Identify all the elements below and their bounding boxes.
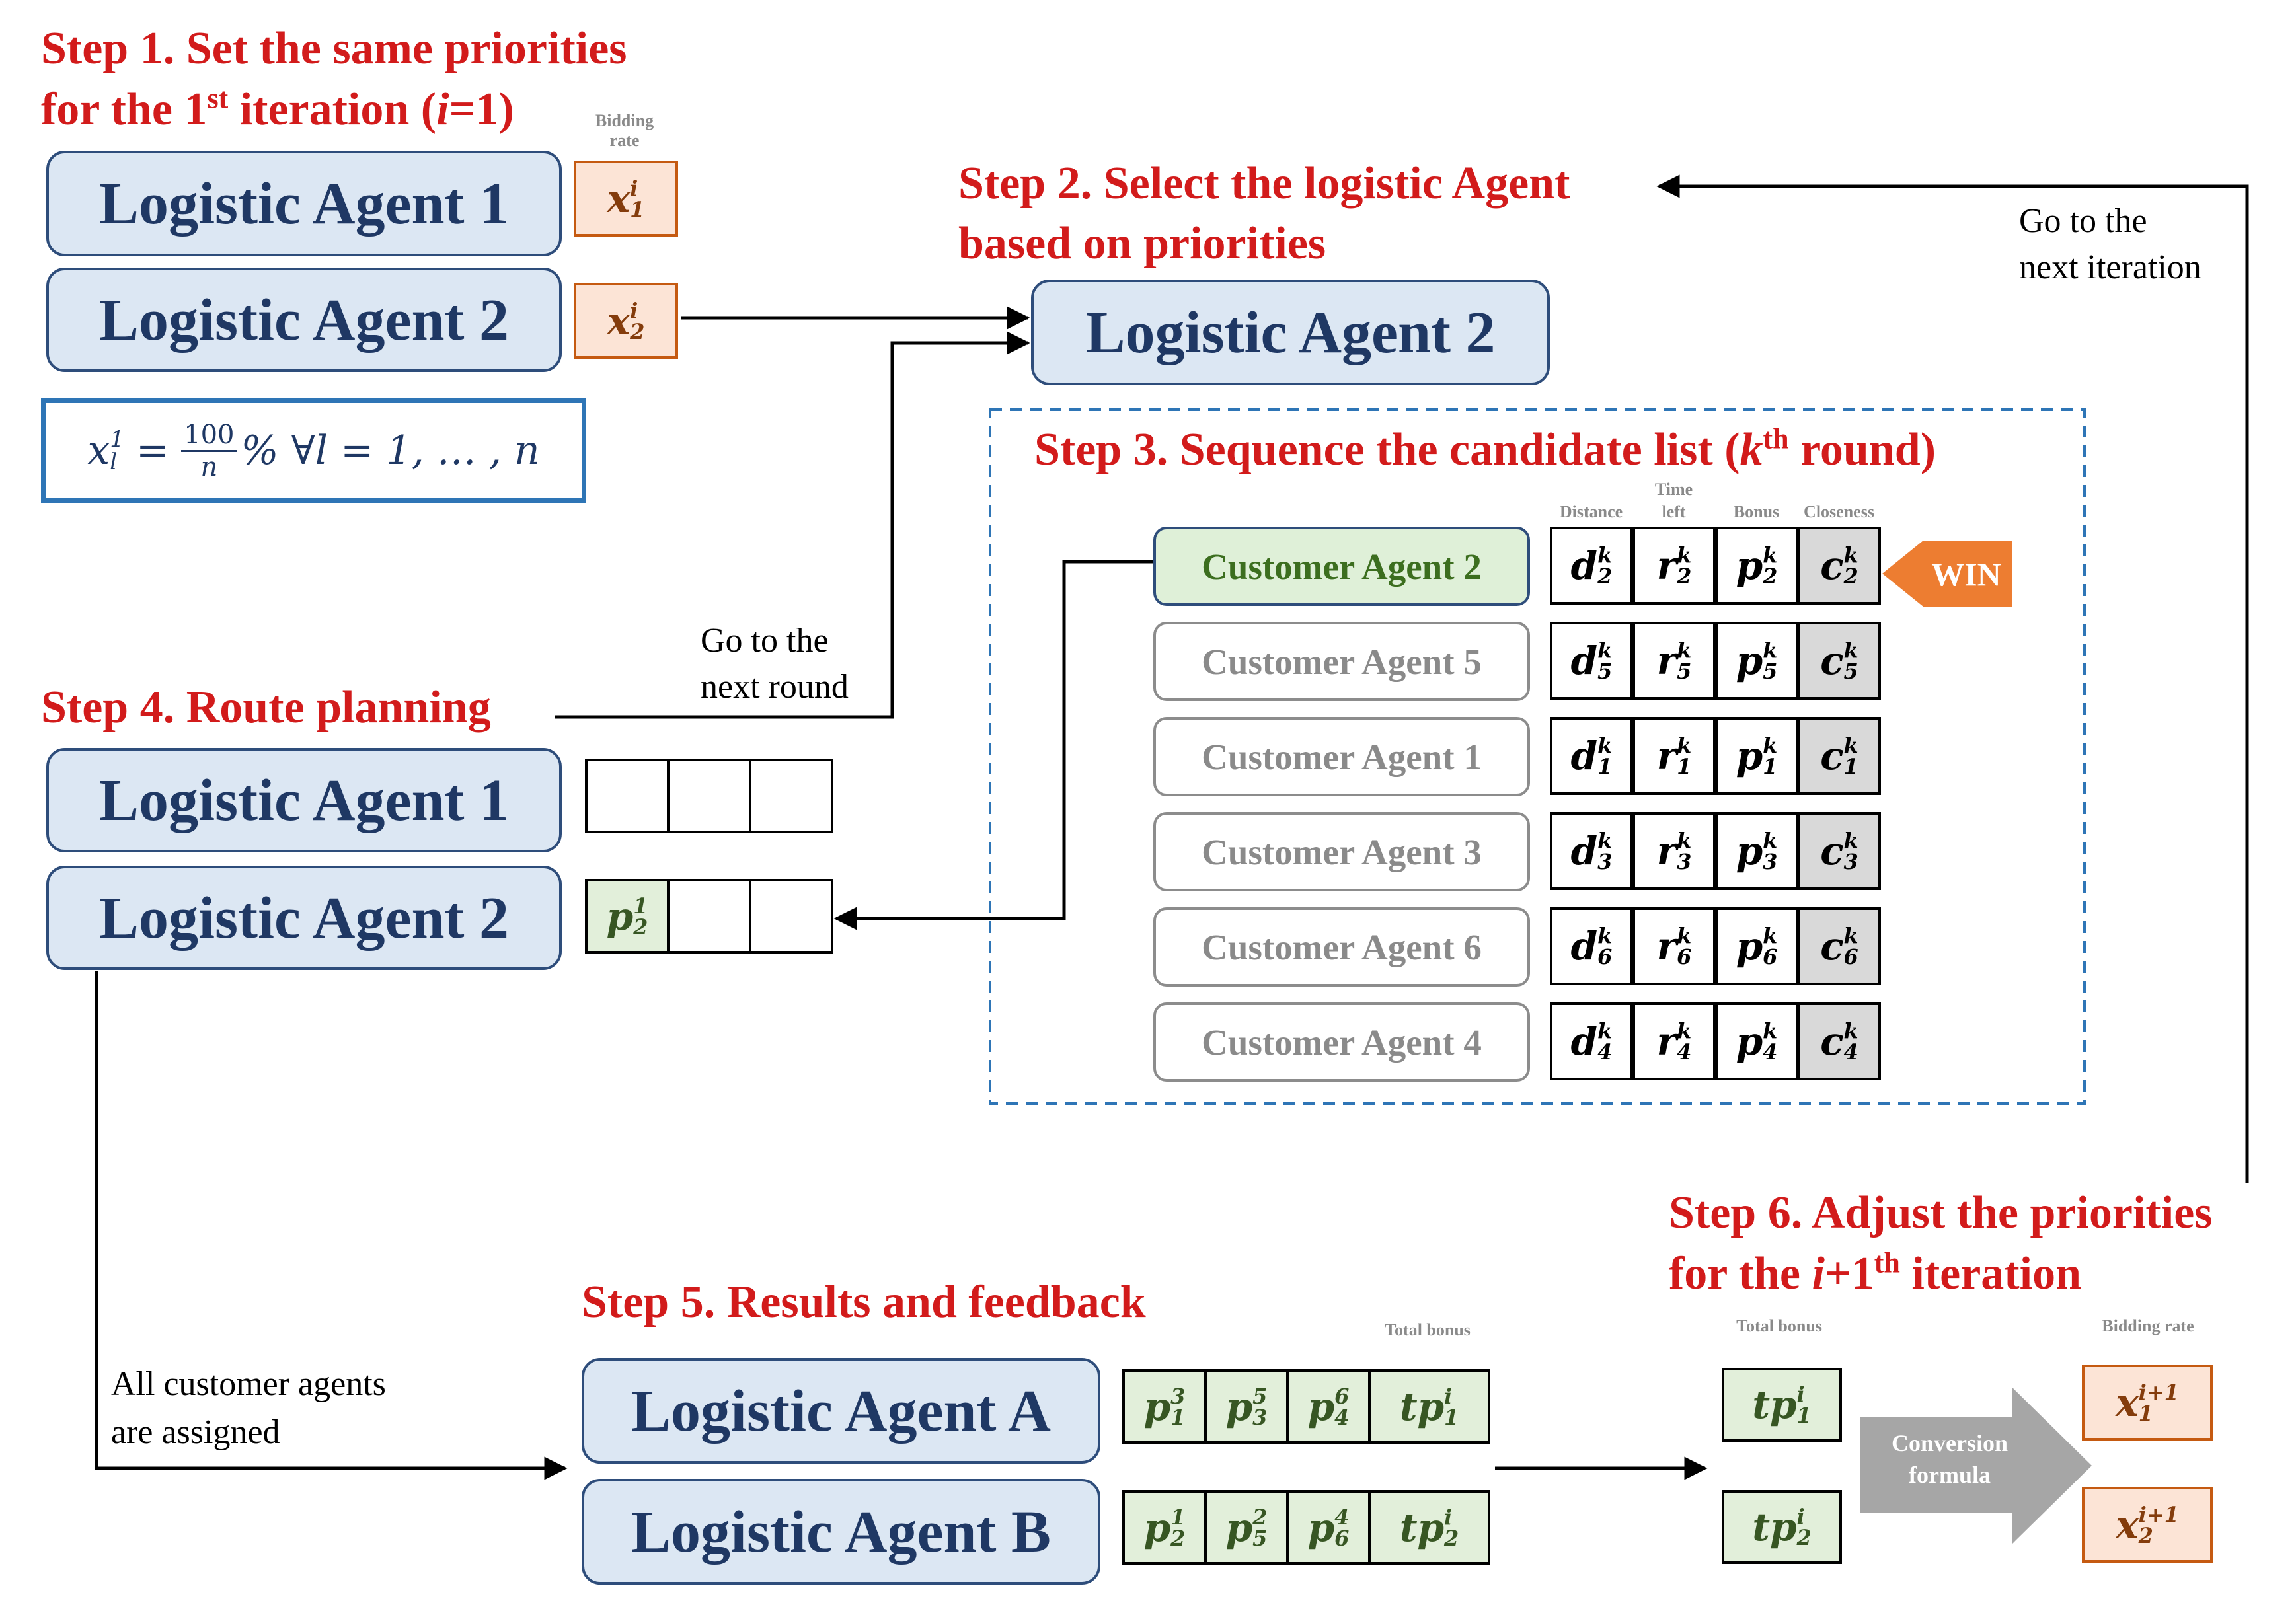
note-next-round-line1: Go to the	[701, 622, 829, 659]
step6-title-line2: for the i+1th iteration	[1669, 1246, 2081, 1299]
header-time: Time	[1654, 480, 1693, 499]
header-distance: Distance	[1559, 502, 1623, 521]
route-slot-1-2	[667, 759, 751, 833]
header-bonus: Bonus	[1733, 502, 1780, 521]
customer-agent-4: Customer Agent 4	[1153, 1002, 1530, 1082]
arrow-next-round	[555, 331, 1030, 719]
step1-title-line1: Step 1. Set the same priorities	[41, 23, 627, 74]
route-slot-1-1	[585, 759, 670, 833]
step5-agent-a: Logistic Agent A	[582, 1358, 1100, 1464]
route-slot-2-3	[749, 879, 833, 954]
customer-agent-6: Customer Agent 6	[1153, 907, 1530, 987]
step2-title-line1: Step 2. Select the logistic Agent	[958, 158, 1570, 209]
header-closeness: Closeness	[1804, 502, 1874, 521]
step5-title: Step 5. Results and feedback	[582, 1277, 1146, 1328]
arrow-all-assigned	[95, 971, 568, 1480]
step1-agent-2: Logistic Agent 2	[46, 268, 562, 372]
note-all-assigned-line1: All customer agents	[111, 1365, 386, 1403]
step2-title-line2: based on priorities	[958, 218, 1326, 269]
note-next-round-line2: next round	[701, 668, 849, 706]
step1-agent-1: Logistic Agent 1	[46, 151, 562, 256]
total-bonus-label-results: Total bonus	[1385, 1320, 1471, 1339]
step3-frame	[989, 408, 2086, 1105]
step4-agent-2: Logistic Agent 2	[46, 866, 562, 970]
step2-selected-agent: Logistic Agent 2	[1031, 280, 1550, 385]
customer-agent-3: Customer Agent 3	[1153, 812, 1530, 891]
win-label: WIN	[1931, 556, 2001, 593]
customer-agent-5: Customer Agent 5	[1153, 622, 1530, 701]
route-slot-2-2	[667, 879, 751, 954]
step5-agent-b: Logistic Agent B	[582, 1479, 1100, 1585]
step4-title: Step 4. Route planning	[41, 682, 491, 733]
note-next-iteration-line2: next iteration	[2019, 248, 2201, 286]
header-left: left	[1662, 502, 1686, 521]
total-bonus-label-feedback: Total bonus	[1736, 1316, 1822, 1335]
note-all-assigned-line2: are assigned	[111, 1413, 280, 1451]
bidding-rate-label-new: Bidding rate	[2102, 1316, 2194, 1335]
customer-agent-1: Customer Agent 1	[1153, 717, 1530, 796]
arrow-next-iteration	[1656, 174, 2249, 1183]
step1-title-line2: for the 1st iteration (i=1)	[41, 82, 514, 135]
win-arrow	[1882, 541, 2012, 607]
step6-title-line1: Step 6. Adjust the priorities	[1669, 1187, 2213, 1238]
step3-title: Step 3. Sequence the candidate list (kth…	[1034, 422, 1936, 475]
route-slot-1-3	[749, 759, 833, 833]
customer-agent-2: Customer Agent 2	[1153, 527, 1530, 606]
note-next-iteration-line1: Go to the	[2019, 202, 2147, 240]
step4-agent-1: Logistic Agent 1	[46, 748, 562, 852]
bidding-rate-label: Bidding rate	[595, 111, 654, 150]
conversion-arrow	[1860, 1388, 2092, 1544]
arrow-assign-customer	[833, 560, 1155, 930]
